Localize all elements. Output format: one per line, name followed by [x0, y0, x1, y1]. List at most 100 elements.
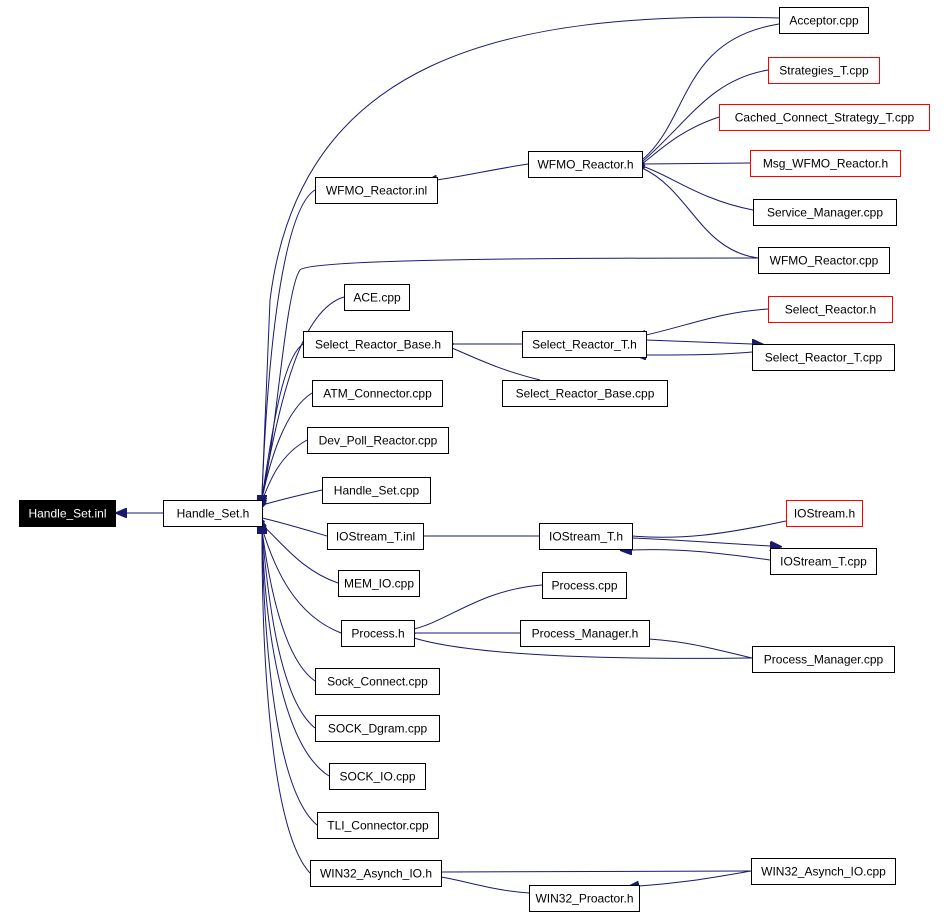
node-mem-io-cpp[interactable]: MEM_IO.cpp	[338, 570, 420, 597]
node-box	[779, 7, 869, 34]
node-box	[327, 523, 424, 550]
node-label: Handle_Set.cpp	[334, 484, 420, 498]
edge-iostream_t_h-to-iostream_t_cpp	[631, 537, 770, 546]
node-tli-connector-cpp[interactable]: TLI_Connector.cpp	[317, 812, 439, 839]
node-box	[528, 151, 643, 178]
edge-process_cpp-to-process_h	[414, 584, 543, 629]
edge-iostream_h-to-iostream_t_h	[632, 520, 787, 537]
node-win32-proactor-h[interactable]: WIN32_Proactor.h	[529, 885, 640, 912]
node-process-h[interactable]: Process.h	[341, 620, 415, 647]
node-process-cpp[interactable]: Process.cpp	[542, 572, 627, 599]
node-box	[542, 572, 627, 599]
node-wfmo-reactor-inl[interactable]: WFMO_Reactor.inl	[315, 177, 438, 204]
node-handle-set-inl[interactable]: Handle_Set.inl	[19, 500, 116, 527]
node-box	[329, 763, 426, 790]
node-sock-io-cpp[interactable]: SOCK_IO.cpp	[329, 763, 426, 790]
edge-win32_asynch_io_h-to-handle_set_h	[262, 534, 311, 874]
node-label: Sock_Connect.cpp	[327, 675, 428, 689]
node-select-reactor-base-cpp[interactable]: Select_Reactor_Base.cpp	[502, 380, 668, 407]
node-label: Handle_Set.h	[177, 507, 250, 521]
node-box	[751, 858, 896, 885]
node-box	[539, 523, 633, 550]
node-box	[315, 715, 440, 742]
edge-acceptor_cpp-to-wfmo_reactor_h	[642, 23, 780, 160]
node-box	[315, 668, 440, 695]
node-label: Acceptor.cpp	[789, 14, 859, 28]
node-label: Dev_Poll_Reactor.cpp	[319, 434, 438, 448]
node-label: IOStream.h	[794, 507, 855, 521]
edge-handle_set_cpp-to-handle_set_h	[262, 489, 323, 505]
node-label: WFMO_Reactor.h	[537, 158, 633, 172]
edge-select_reactor_t_h-to-select_reactor_t_cpp	[645, 340, 752, 344]
node-iostream-h[interactable]: IOStream.h	[786, 500, 863, 527]
node-label: Process.cpp	[551, 579, 617, 593]
node-sock-connect-cpp[interactable]: Sock_Connect.cpp	[315, 668, 440, 695]
edge-process_manager_cpp-to-process_h	[414, 638, 753, 659]
node-handle-set-h[interactable]: Handle_Set.h	[163, 500, 263, 527]
node-label: ATM_Connector.cpp	[323, 387, 432, 401]
node-label: WIN32_Asynch_IO.cpp	[761, 865, 886, 879]
node-box	[322, 477, 431, 504]
node-label: IOStream_T.cpp	[780, 555, 867, 569]
node-msg-wfmo-reactor-h[interactable]: Msg_WFMO_Reactor.h	[750, 150, 901, 177]
edge-tli_connector_cpp-to-handle_set_h	[262, 533, 318, 826]
node-box	[753, 199, 897, 226]
node-win32-asynch-io-cpp[interactable]: WIN32_Asynch_IO.cpp	[751, 858, 896, 885]
node-select-reactor-h[interactable]: Select_Reactor.h	[768, 296, 893, 323]
node-ace-cpp[interactable]: ACE.cpp	[344, 284, 410, 311]
edge-select_reactor_h-to-select_reactor_t_h	[646, 308, 769, 335]
node-label: WIN32_Proactor.h	[535, 892, 633, 906]
node-box	[19, 500, 116, 527]
node-box	[341, 620, 415, 647]
node-label: Select_Reactor.h	[785, 303, 876, 317]
node-cached-connect-strategy-t-cpp[interactable]: Cached_Connect_Strategy_T.cpp	[719, 104, 930, 131]
node-wfmo-reactor-cpp[interactable]: WFMO_Reactor.cpp	[758, 247, 890, 274]
node-label: WIN32_Asynch_IO.h	[320, 867, 432, 881]
node-process-manager-cpp[interactable]: Process_Manager.cpp	[752, 646, 895, 673]
node-label: Handle_Set.inl	[28, 507, 106, 521]
node-label: Process_Manager.h	[532, 627, 639, 641]
node-win32-asynch-io-h[interactable]: WIN32_Asynch_IO.h	[310, 860, 442, 887]
node-box	[752, 344, 895, 371]
node-box	[758, 247, 890, 274]
node-strategies-t-cpp[interactable]: Strategies_T.cpp	[768, 57, 880, 84]
node-select-reactor-t-h[interactable]: Select_Reactor_T.h	[522, 331, 647, 358]
node-label: Msg_WFMO_Reactor.h	[763, 157, 888, 171]
node-iostream-t-inl[interactable]: IOStream_T.inl	[327, 523, 424, 550]
node-box	[529, 885, 640, 912]
node-label: Strategies_T.cpp	[779, 64, 869, 78]
edge-ace_cpp-to-handle_set_h	[262, 296, 345, 497]
node-box	[303, 331, 453, 358]
node-iostream-t-cpp[interactable]: IOStream_T.cpp	[770, 548, 877, 575]
edge-select_reactor_base_h-to-handle_set_h	[262, 343, 304, 497]
node-wfmo-reactor-h[interactable]: WFMO_Reactor.h	[528, 151, 643, 178]
node-label: SOCK_IO.cpp	[339, 770, 415, 784]
node-iostream-t-h[interactable]: IOStream_T.h	[539, 523, 633, 550]
edge-service_manager_cpp-to-wfmo_reactor_h	[642, 166, 754, 211]
edge-acceptor_cpp-to-handle_set_h	[262, 16, 780, 495]
node-label: Process.h	[351, 627, 404, 641]
edge-iostream_t_cpp-to-iostream_t_h	[632, 550, 771, 561]
node-select-reactor-t-cpp[interactable]: Select_Reactor_T.cpp	[752, 344, 895, 371]
node-acceptor-cpp[interactable]: Acceptor.cpp	[779, 7, 869, 34]
node-box	[719, 104, 930, 131]
node-dev-poll-reactor-cpp[interactable]: Dev_Poll_Reactor.cpp	[307, 427, 449, 454]
nodes-layer: Handle_Set.inl Handle_Set.h Acceptor.cppSt…	[19, 7, 930, 912]
node-box	[310, 860, 442, 887]
node-box	[752, 646, 895, 673]
edge-msg_wfmo_reactor_h-to-wfmo_reactor_h	[642, 163, 751, 164]
node-process-manager-h[interactable]: Process_Manager.h	[520, 620, 650, 647]
node-select-reactor-base-h[interactable]: Select_Reactor_Base.h	[303, 331, 453, 358]
edge-iostream_t_inl-to-handle_set_h	[262, 518, 328, 537]
node-service-manager-cpp[interactable]: Service_Manager.cpp	[753, 199, 897, 226]
node-box	[768, 296, 893, 323]
node-handle-set-cpp[interactable]: Handle_Set.cpp	[322, 477, 431, 504]
edge-win32_asynch_io_cpp-to-win32_proactor_h	[639, 870, 752, 886]
node-box	[522, 331, 647, 358]
edge-wfmo_reactor_cpp-to-handle_set_h	[262, 257, 759, 497]
node-label: ACE.cpp	[353, 291, 401, 305]
node-sock-dgram-cpp[interactable]: SOCK_Dgram.cpp	[315, 715, 440, 742]
node-atm-connector-cpp[interactable]: ATM_Connector.cpp	[312, 380, 443, 407]
node-box	[312, 380, 443, 407]
